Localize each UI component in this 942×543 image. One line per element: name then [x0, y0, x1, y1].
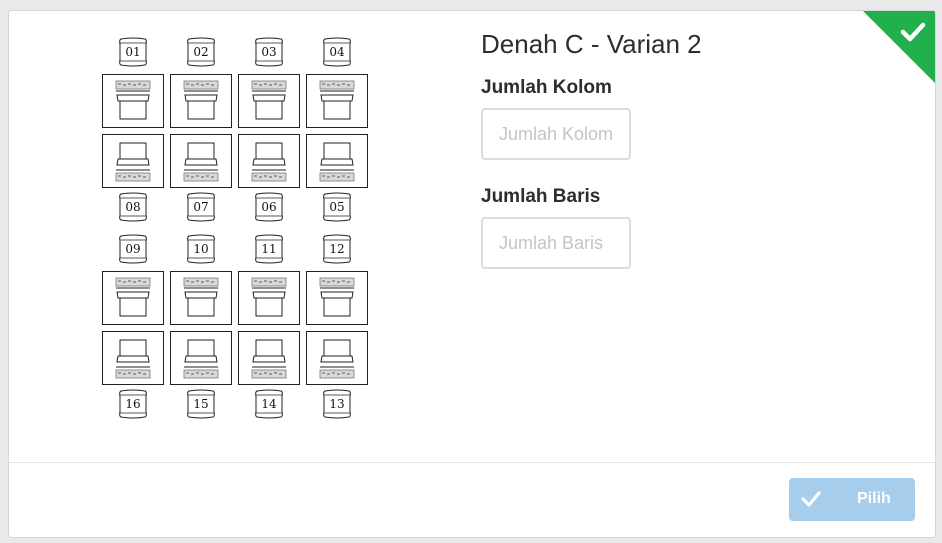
seat-number: 07 [193, 200, 209, 214]
seat-number: 09 [125, 242, 141, 256]
seat-number: 16 [125, 397, 141, 411]
seat-number-tag: 01 [118, 37, 148, 67]
desk-row [102, 271, 368, 325]
seat-number: 11 [261, 242, 277, 256]
seat-number-tag: 03 [254, 37, 284, 67]
check-icon [801, 491, 821, 507]
desk-chair-down [238, 331, 300, 385]
desk-row [102, 134, 368, 188]
layout-title: Denah C - Varian 2 [481, 29, 702, 59]
layout-option-card[interactable]: 01 02 03 04 08 07 06 05 09 10 11 12 [8, 10, 936, 538]
seat-number-tag: 14 [254, 389, 284, 419]
seat-number: 01 [125, 45, 141, 59]
seat-number: 08 [125, 200, 141, 214]
seat-number: 10 [193, 242, 209, 256]
footer-divider [9, 462, 935, 463]
seat-number: 06 [261, 200, 277, 214]
seat-number: 03 [261, 45, 277, 59]
seat-number-tag: 12 [322, 234, 352, 264]
columns-input[interactable] [481, 108, 631, 160]
desk-chair-up [238, 271, 300, 325]
seat-number: 12 [329, 242, 345, 256]
desk-chair-down [170, 331, 232, 385]
seat-label-row: 08 07 06 05 [102, 188, 368, 226]
seat-number-tag: 15 [186, 389, 216, 419]
seat-number: 15 [193, 397, 209, 411]
seat-number-tag: 09 [118, 234, 148, 264]
seat-label-row: 01 02 03 04 [102, 33, 368, 71]
select-button-label: Pilih [857, 490, 891, 507]
desk-row [102, 74, 368, 128]
seat-number-tag: 02 [186, 37, 216, 67]
seat-number-tag: 04 [322, 37, 352, 67]
desk-chair-up [238, 74, 300, 128]
seat-number-tag: 16 [118, 389, 148, 419]
seat-number: 04 [329, 45, 345, 59]
seat-number: 02 [193, 45, 209, 59]
seat-label-row: 16 15 14 13 [102, 385, 368, 423]
seat-number-tag: 10 [186, 234, 216, 264]
desk-chair-up [170, 271, 232, 325]
seat-number-tag: 06 [254, 192, 284, 222]
seat-label-row: 09 10 11 12 [102, 230, 368, 268]
seat-map: 01 02 03 04 08 07 06 05 09 10 11 12 [102, 33, 368, 443]
check-icon [900, 22, 926, 42]
desk-chair-up [102, 74, 164, 128]
seat-number-tag: 07 [186, 192, 216, 222]
desk-chair-down [306, 134, 368, 188]
seat-number-tag: 11 [254, 234, 284, 264]
rows-input[interactable] [481, 217, 631, 269]
desk-chair-down [102, 331, 164, 385]
desk-chair-down [306, 331, 368, 385]
desk-chair-down [170, 134, 232, 188]
desk-chair-up [170, 74, 232, 128]
desk-chair-up [306, 271, 368, 325]
seat-number: 14 [261, 397, 277, 411]
select-button[interactable]: Pilih [789, 478, 915, 521]
desk-chair-up [102, 271, 164, 325]
desk-chair-up [306, 74, 368, 128]
seat-number: 13 [329, 397, 345, 411]
desk-chair-down [102, 134, 164, 188]
seat-number-tag: 05 [322, 192, 352, 222]
desk-row [102, 331, 368, 385]
columns-label: Jumlah Kolom [481, 77, 612, 98]
seat-number: 05 [329, 200, 345, 214]
desk-chair-down [238, 134, 300, 188]
seat-number-tag: 08 [118, 192, 148, 222]
seat-number-tag: 13 [322, 389, 352, 419]
rows-label: Jumlah Baris [481, 186, 601, 207]
